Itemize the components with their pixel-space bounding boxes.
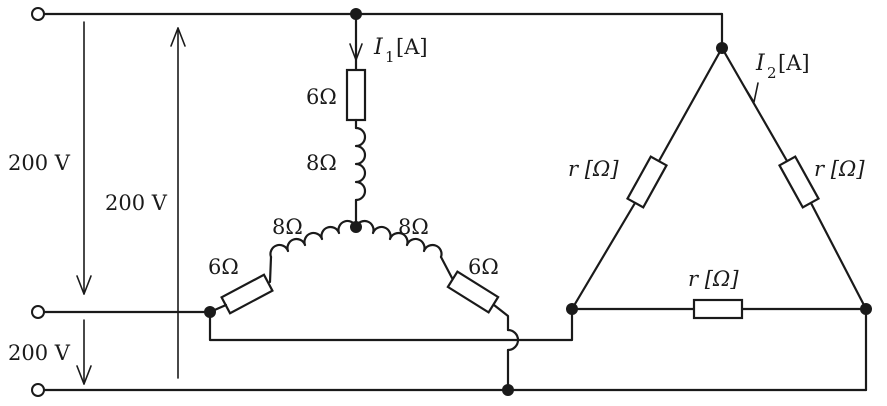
supply-lines: [42, 12, 868, 392]
delta-load: [570, 46, 868, 320]
star-right-resistance-label: 6Ω: [468, 255, 499, 279]
current-subscript-i2: 2: [767, 64, 777, 82]
voltage-arrow-upper: [76, 21, 92, 295]
terminal-c: [31, 383, 45, 397]
delta-left-resistance-label: r [Ω]: [568, 157, 619, 181]
current-subscript-i1: 1: [385, 48, 395, 66]
star-left-resistance-label: 6Ω: [208, 255, 239, 279]
voltage-label-upper: 200 V: [8, 151, 71, 175]
star-top-inductor: [354, 126, 367, 202]
star-top-reactance-label: 8Ω: [306, 151, 337, 175]
current-unit-i2: [A]: [778, 51, 810, 75]
voltage-arrow-total: [170, 27, 186, 379]
star-left-inductor: [269, 219, 358, 259]
voltage-arrow-lower: [76, 319, 92, 385]
star-right-inductor: [354, 219, 443, 259]
junction-line-c-star: [502, 384, 514, 396]
junction-star-neutral: [350, 221, 362, 233]
current-unit-i1: [A]: [396, 35, 428, 59]
junction-line-b-star: [204, 306, 216, 318]
delta-bottom-resistor: [692, 298, 744, 320]
terminal-a: [31, 7, 45, 21]
star-top-resistance-label: 6Ω: [306, 85, 337, 109]
delta-left-resistor: [625, 155, 669, 209]
voltage-label-lower: 200 V: [8, 341, 71, 365]
current-label-i1: I: [373, 35, 384, 60]
star-right-reactance-label: 8Ω: [398, 215, 429, 239]
junction-delta-right: [860, 303, 872, 315]
terminal-b: [31, 305, 45, 319]
star-top-resistor: [345, 68, 367, 122]
junction-delta-left: [566, 303, 578, 315]
delta-right-resistance-label: r [Ω]: [814, 157, 865, 181]
star-left-resistor: [220, 273, 274, 315]
current-arrow-i2: [743, 82, 759, 103]
star-left-reactance-label: 8Ω: [272, 215, 303, 239]
junction-delta-top: [716, 42, 728, 54]
delta-right-resistor: [777, 155, 821, 209]
voltage-label-total: 200 V: [105, 191, 168, 215]
junction-line-a-star: [350, 8, 362, 20]
delta-bottom-resistance-label: r [Ω]: [688, 267, 739, 291]
current-arrow-i1: [349, 43, 363, 61]
star-load: [208, 12, 574, 392]
current-label-i2: I: [755, 51, 766, 76]
